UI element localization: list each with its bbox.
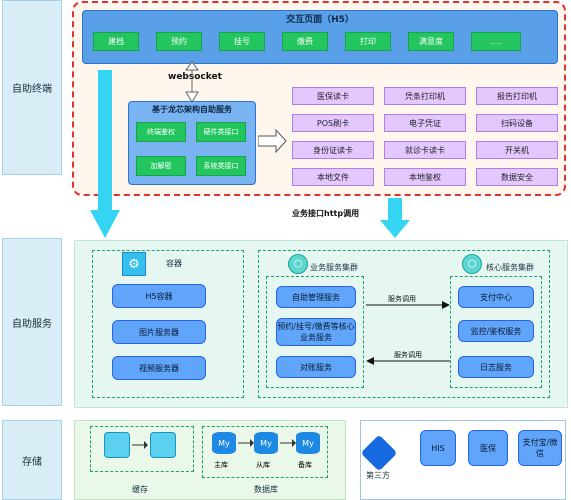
service-call-arrow-2: [366, 357, 450, 365]
websocket-arrow: [185, 61, 199, 103]
business-item-1[interactable]: 自助管理服务: [276, 286, 356, 308]
cache-arrow: [132, 441, 148, 449]
third-party-item-3[interactable]: 支付宝/微信: [518, 430, 562, 466]
device-8[interactable]: 就诊卡读卡: [384, 141, 466, 159]
business-cluster-icon: ⬡: [288, 254, 308, 274]
device-arrow: [258, 128, 287, 154]
db-primary-icon: My: [212, 432, 236, 454]
db-replica-label: 从库: [256, 461, 270, 469]
device-7[interactable]: 身份证读卡: [292, 141, 374, 159]
row-label-service: 自助服务: [2, 238, 62, 406]
h5-button-2[interactable]: 预约: [156, 32, 202, 51]
cache-label: 缓存: [132, 485, 148, 494]
block-terminal-auth[interactable]: 终端鉴权: [136, 122, 186, 142]
block-system-interface[interactable]: 系统类接口: [196, 156, 246, 176]
cache-box: [90, 426, 194, 472]
core-item-1[interactable]: 支付中心: [458, 286, 534, 308]
core-cluster-icon: ⬡: [462, 254, 482, 274]
cache-icon-1: [104, 432, 130, 458]
db-primary-label: 主库: [214, 461, 228, 469]
core-item-2[interactable]: 监控/鉴权服务: [458, 320, 534, 342]
cache-icon-2: [150, 432, 176, 458]
h5-button-7[interactable]: .....: [471, 32, 521, 51]
container-item-1[interactable]: H5容器: [112, 284, 206, 308]
device-2[interactable]: 凭条打印机: [384, 87, 466, 105]
h5-title: 交互页面（H5）: [286, 15, 354, 25]
http-arrow: [380, 198, 410, 238]
device-4[interactable]: POS刷卡: [292, 114, 374, 132]
third-party-label: 第三方: [366, 471, 390, 480]
db-arrow-2: [280, 439, 296, 447]
database-box: [202, 426, 328, 478]
row-label-storage: 存储: [2, 420, 62, 500]
container-item-2[interactable]: 图片服务器: [112, 320, 206, 344]
db-arrow-1: [238, 439, 254, 447]
database-label: 数据库: [254, 485, 278, 494]
device-3[interactable]: 报告打印机: [476, 87, 558, 105]
loongson-service-title: 基于龙芯架构自助服务: [152, 105, 232, 114]
business-cluster-title: 业务服务集群: [310, 263, 358, 272]
business-item-2[interactable]: 预约/挂号/缴费等核心业务服务: [276, 318, 356, 346]
service-call-label-1: 服务调用: [388, 295, 416, 303]
http-label: 业务接口http调用: [292, 209, 360, 218]
device-5[interactable]: 电子凭证: [384, 114, 466, 132]
device-12[interactable]: 数据安全: [476, 168, 558, 186]
core-cluster-box: [450, 276, 542, 388]
row-label-terminal: 自助终端: [2, 0, 62, 175]
third-party-item-1[interactable]: HIS: [420, 430, 456, 466]
websocket-label: websocket: [168, 72, 222, 82]
service-call-arrow-1: [366, 301, 450, 309]
third-party-item-2[interactable]: 医保: [468, 430, 508, 466]
db-backup-icon: My: [296, 432, 320, 454]
cluster-area: [258, 250, 550, 398]
device-11[interactable]: 本地鉴权: [384, 168, 466, 186]
h5-button-6[interactable]: 满意度: [408, 32, 454, 51]
block-encrypt[interactable]: 加解密: [136, 156, 186, 176]
container-icon: ⚙: [122, 252, 146, 276]
core-item-3[interactable]: 日志服务: [458, 356, 534, 378]
db-replica-icon: My: [254, 432, 278, 454]
h5-button-3[interactable]: 挂号: [219, 32, 265, 51]
big-arrow-left: [90, 70, 120, 238]
container-item-3[interactable]: 视频服务器: [112, 356, 206, 380]
container-box: [92, 250, 244, 398]
business-item-3[interactable]: 对账服务: [276, 356, 356, 378]
h5-button-1[interactable]: 建档: [93, 32, 139, 51]
device-10[interactable]: 本地文件: [292, 168, 374, 186]
block-hardware-interface[interactable]: 硬件类接口: [196, 122, 246, 142]
device-9[interactable]: 开关机: [476, 141, 558, 159]
device-6[interactable]: 扫码设备: [476, 114, 558, 132]
device-1[interactable]: 医保读卡: [292, 87, 374, 105]
core-cluster-title: 核心服务集群: [486, 263, 534, 272]
h5-button-5[interactable]: 打印: [345, 32, 391, 51]
container-title: 容器: [166, 259, 182, 268]
db-backup-label: 备库: [298, 461, 312, 469]
business-cluster-box: [266, 276, 364, 388]
service-call-label-2: 服务调用: [394, 351, 422, 359]
h5-button-4[interactable]: 缴费: [282, 32, 328, 51]
